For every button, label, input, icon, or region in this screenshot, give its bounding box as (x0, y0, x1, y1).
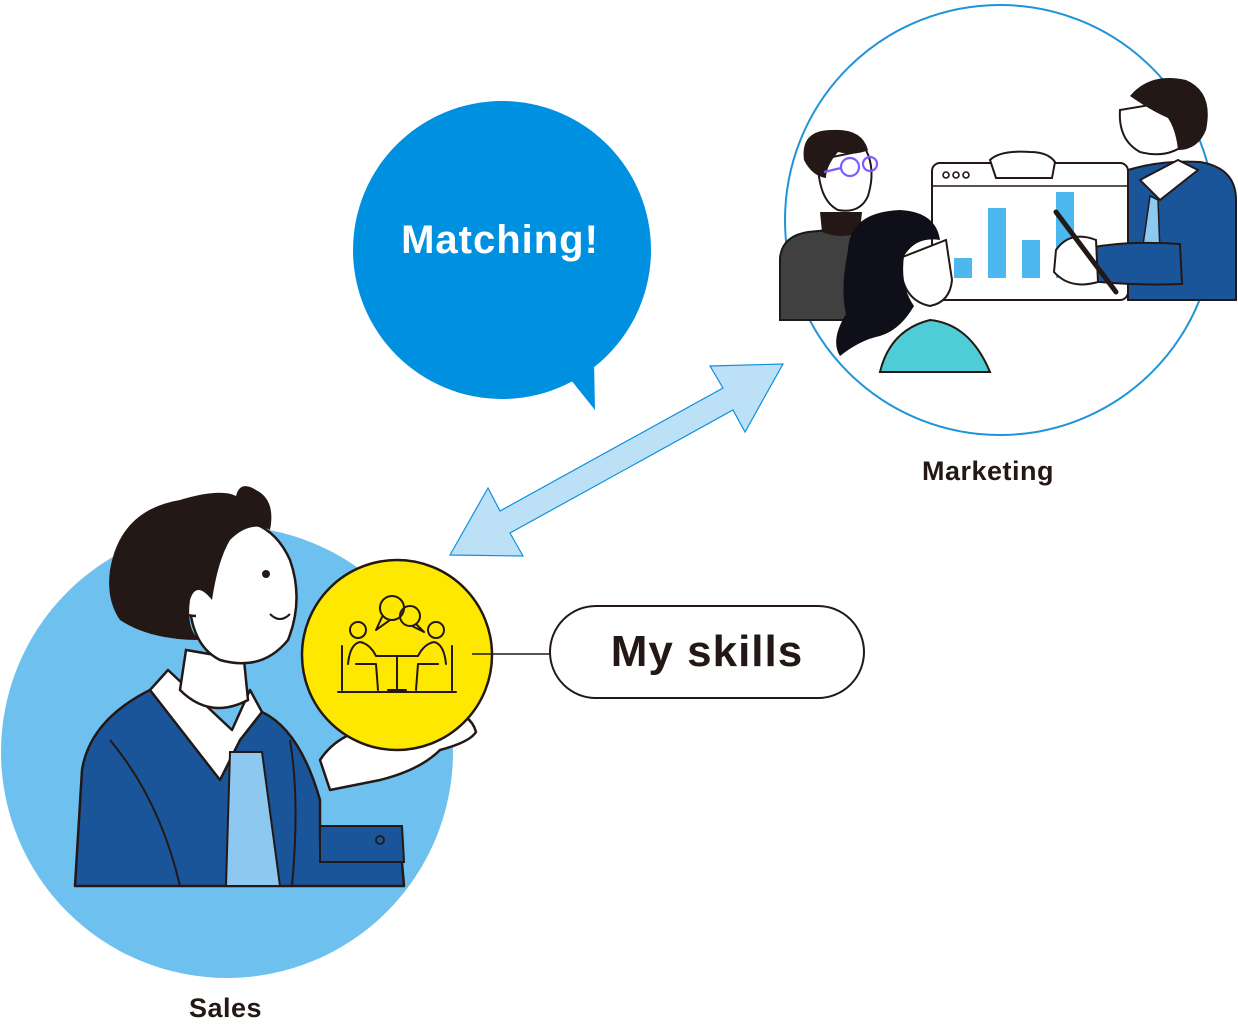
sales-circle (1, 486, 494, 978)
my-skills-pill: My skills (549, 605, 865, 699)
woman-figure (836, 210, 992, 373)
presenter-man-figure (1052, 78, 1237, 301)
marketing-label: Marketing (922, 456, 1055, 486)
matching-text: Matching! (401, 218, 599, 262)
glasses-man-figure (779, 129, 879, 321)
meeting-icon (337, 595, 457, 693)
skill-coin (300, 558, 494, 752)
double-arrow-icon (448, 363, 785, 557)
window-dots-icon (942, 171, 970, 179)
my-skills-label: My skills (610, 627, 804, 676)
matching-speech-bubble (353, 101, 651, 410)
marketing-circle (779, 4, 1237, 436)
pen-icon (1053, 209, 1119, 295)
sales-label: Sales (189, 993, 263, 1023)
